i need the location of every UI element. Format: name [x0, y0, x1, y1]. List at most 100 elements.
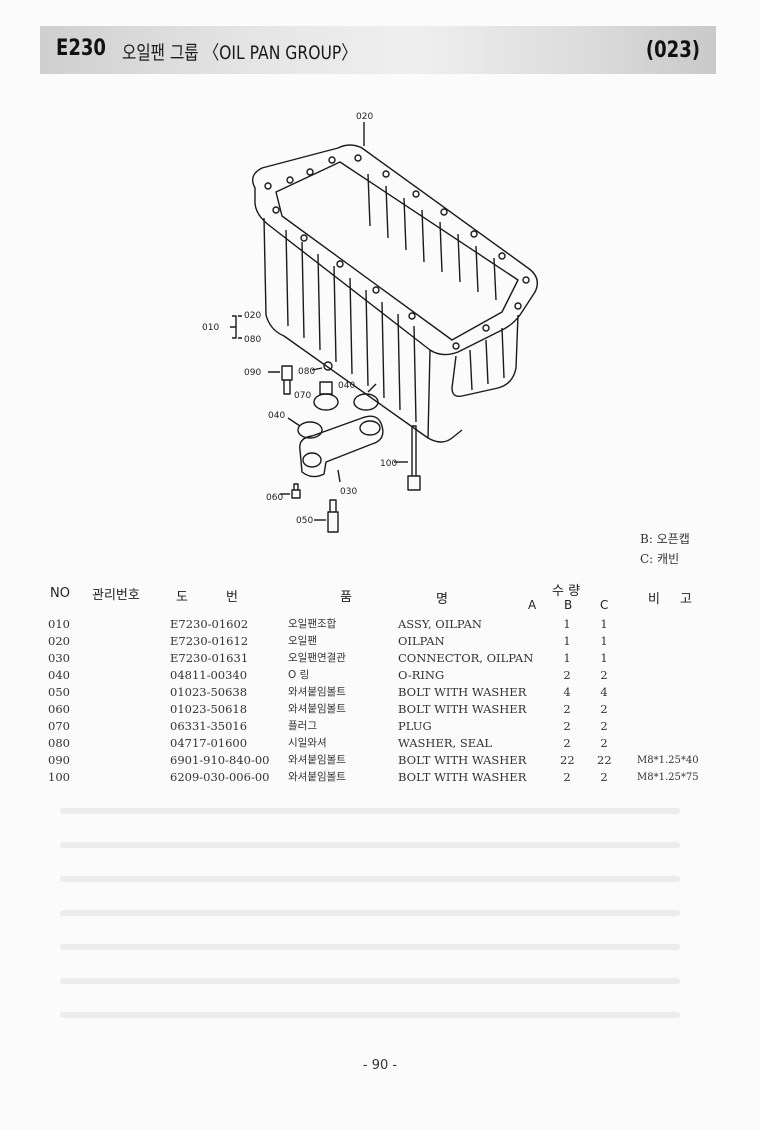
oil-pan-drawing	[230, 122, 538, 533]
callout-100: 100	[380, 459, 397, 469]
cell-english-name: OILPAN	[398, 634, 445, 648]
cell-part-number: 04717-01600	[170, 736, 248, 750]
header-part-number-1: 도	[176, 590, 188, 605]
callout-060: 060	[266, 493, 283, 503]
header-no: NO	[50, 586, 70, 601]
cell-qty-b: 2	[563, 702, 571, 716]
empty-row-band	[60, 808, 680, 814]
header-qty-a: A	[528, 598, 537, 612]
parts-table-header: NO 관리번호 도 번 품 명 수 량 A B C 비 고	[44, 582, 724, 616]
table-row: 010 E7230-01602 오일팬조합 ASSY, OILPAN 1 1	[0, 616, 760, 633]
legend-b: B: 오픈캡	[640, 532, 690, 546]
cell-qty-c: 1	[600, 634, 608, 648]
table-row: 050 01023-50638 와셔붙임볼트 BOLT WITH WASHER …	[0, 684, 760, 701]
page-header: E230 오일팬 그룹 〈OIL PAN GROUP〉 (023)	[40, 26, 716, 74]
callout-070: 070	[294, 391, 311, 401]
group-code: E230	[56, 36, 106, 61]
cell-part-number: 6209-030-006-00	[170, 770, 270, 784]
table-row: 100 6209-030-006-00 와셔붙임볼트 BOLT WITH WAS…	[0, 769, 760, 786]
table-row: 070 06331-35016 플러그 PLUG 2 2	[0, 718, 760, 735]
cell-english-name: BOLT WITH WASHER	[398, 702, 527, 716]
table-row: 090 6901-910-840-00 와셔붙임볼트 BOLT WITH WAS…	[0, 752, 760, 769]
cell-korean-name: 와셔붙임볼트	[288, 754, 346, 766]
cell-english-name: ASSY, OILPAN	[398, 617, 482, 631]
callout-020-top: 020	[356, 112, 373, 122]
cell-korean-name: 오일팬조합	[288, 618, 337, 630]
cell-qty-c: 22	[597, 753, 612, 767]
cell-no: 050	[48, 685, 70, 699]
cell-qty-b: 1	[563, 651, 571, 665]
table-row: 040 04811-00340 O 링 O-RING 2 2	[0, 667, 760, 684]
cell-qty-b: 1	[563, 617, 571, 631]
cell-no: 020	[48, 634, 70, 648]
cell-part-number: 01023-50618	[170, 702, 248, 716]
cell-qty-b: 2	[563, 668, 571, 682]
page-code: (023)	[645, 38, 700, 63]
cell-qty-c: 1	[600, 617, 608, 631]
empty-row-band	[60, 910, 680, 916]
group-title: 오일팬 그룹 〈OIL PAN GROUP〉	[122, 42, 357, 64]
header-mgmt-number: 관리번호	[92, 588, 140, 603]
header-quantity: 수 량	[552, 584, 581, 599]
cell-korean-name: 와셔붙임볼트	[288, 771, 346, 783]
cell-remark: M8*1.25*75	[637, 772, 699, 783]
table-row: 080 04717-01600 시일와셔 WASHER, SEAL 2 2	[0, 735, 760, 752]
callout-080-side: 080	[244, 335, 261, 345]
cell-qty-c: 2	[600, 668, 608, 682]
cell-part-number: E7230-01612	[170, 634, 249, 648]
cell-korean-name: 오일팬연결관	[288, 652, 346, 664]
cell-part-number: 01023-50638	[170, 685, 248, 699]
table-row: 060 01023-50618 와셔붙임볼트 BOLT WITH WASHER …	[0, 701, 760, 718]
cell-english-name: O-RING	[398, 668, 445, 682]
cell-no: 090	[48, 753, 70, 767]
header-remarks-1: 비	[648, 592, 660, 607]
callout-040-right: 040	[338, 381, 355, 391]
callout-010: 010	[202, 323, 219, 333]
cell-korean-name: 오일팬	[288, 635, 317, 647]
empty-row-band	[60, 876, 680, 882]
empty-row-band	[60, 944, 680, 950]
callout-050: 050	[296, 516, 313, 526]
cell-english-name: PLUG	[398, 719, 432, 733]
cell-no: 080	[48, 736, 70, 750]
cell-qty-c: 2	[600, 770, 608, 784]
cell-korean-name: 와셔붙임볼트	[288, 703, 346, 715]
empty-row-band	[60, 842, 680, 848]
header-qty-b: B	[564, 598, 573, 612]
callout-020-side: 020	[244, 311, 261, 321]
cell-remark: M8*1.25*40	[637, 755, 699, 766]
cell-qty-c: 4	[600, 685, 608, 699]
cell-qty-b: 2	[563, 736, 571, 750]
empty-row-band	[60, 1012, 680, 1018]
cell-korean-name: 와셔붙임볼트	[288, 686, 346, 698]
header-name-2: 명	[436, 592, 448, 607]
cell-qty-c: 1	[600, 651, 608, 665]
cell-qty-b: 4	[563, 685, 571, 699]
cell-english-name: BOLT WITH WASHER	[398, 685, 527, 699]
header-name-1: 품	[340, 590, 352, 605]
callout-080: 080	[298, 367, 315, 377]
table-row: 020 E7230-01612 오일팬 OILPAN 1 1	[0, 633, 760, 650]
cell-qty-b: 1	[563, 634, 571, 648]
cell-part-number: E7230-01602	[170, 617, 249, 631]
cell-part-number: 04811-00340	[170, 668, 248, 682]
cell-part-number: 6901-910-840-00	[170, 753, 270, 767]
cell-qty-c: 2	[600, 719, 608, 733]
oil-pan-exploded-diagram: 020 010 020 080 090 080 070 040 040 100 …	[202, 112, 538, 533]
cell-no: 010	[48, 617, 70, 631]
page-number: - 90 -	[362, 1058, 398, 1073]
table-row: 030 E7230-01631 오일팬연결관 CONNECTOR, OILPAN…	[0, 650, 760, 667]
cell-part-number: 06331-35016	[170, 719, 248, 733]
cell-english-name: BOLT WITH WASHER	[398, 770, 527, 784]
cell-qty-b: 2	[563, 770, 571, 784]
cell-korean-name: 플러그	[288, 720, 317, 732]
cell-english-name: BOLT WITH WASHER	[398, 753, 527, 767]
cell-no: 060	[48, 702, 70, 716]
header-remarks-2: 고	[680, 592, 692, 607]
cell-part-number: E7230-01631	[170, 651, 249, 665]
cell-qty-b: 2	[563, 719, 571, 733]
callout-040-left: 040	[268, 411, 285, 421]
cell-qty-c: 2	[600, 736, 608, 750]
cell-korean-name: 시일와셔	[288, 737, 327, 749]
callout-090: 090	[244, 368, 261, 378]
